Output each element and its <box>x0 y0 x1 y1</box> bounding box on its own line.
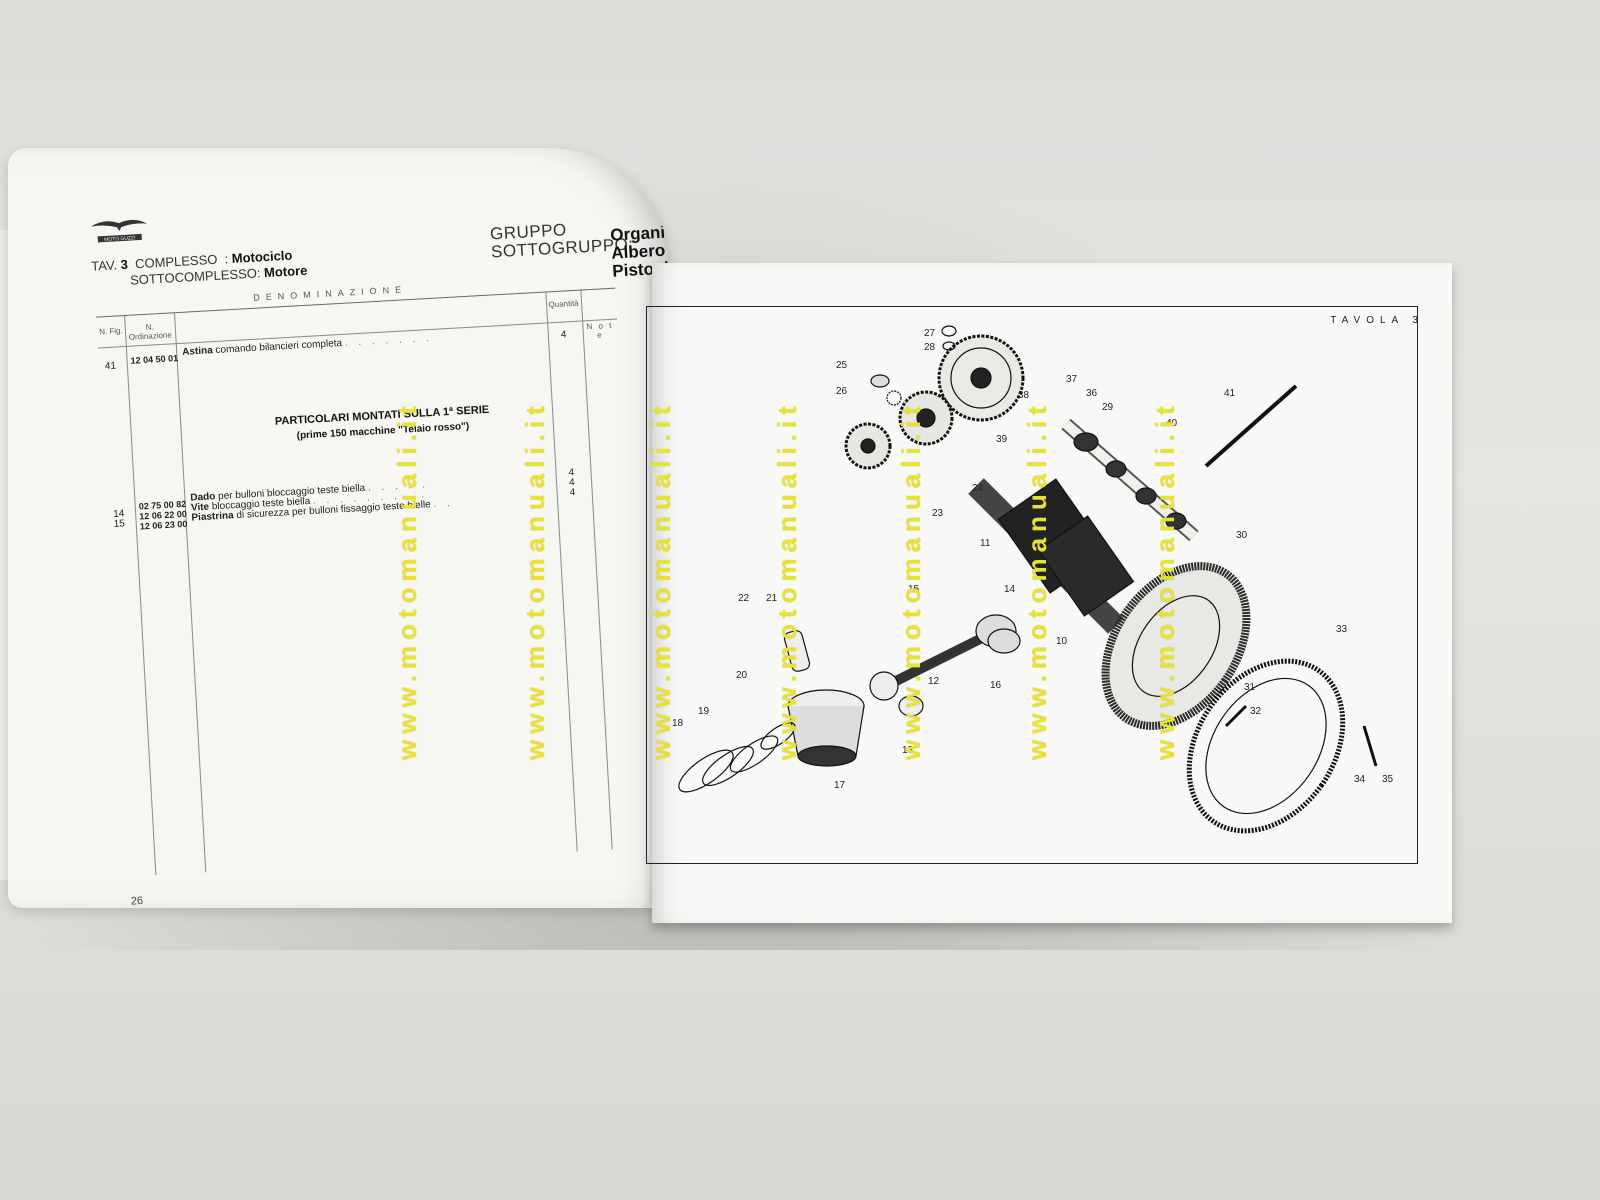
piston <box>787 689 865 767</box>
callout-25: 25 <box>836 360 848 371</box>
col-header-note: N o t e <box>586 320 614 340</box>
row-fig: 41 <box>104 360 117 373</box>
timing-gear-large <box>937 334 1025 422</box>
connecting-rod <box>869 614 1017 701</box>
callout-32: 32 <box>1250 706 1262 717</box>
moto-guzzi-eagle-logo: MOTO GUZZI <box>91 219 147 243</box>
timing-gear-medium <box>898 390 954 446</box>
diagram-frame <box>646 306 1418 864</box>
watermark: www.motomanuali.it <box>646 400 676 760</box>
row-part-name: Piastrina <box>191 510 234 524</box>
callout-35: 35 <box>1382 774 1394 785</box>
callout-26: 26 <box>836 386 848 397</box>
callout-39: 39 <box>996 434 1008 445</box>
callout-22: 22 <box>738 593 750 604</box>
callout-17: 17 <box>834 780 846 791</box>
callout-14: 14 <box>1004 584 1016 595</box>
callout-23: 23 <box>932 508 944 519</box>
parts-table: N. Fig. N. Ordinazione Quantità N o t e … <box>96 287 647 877</box>
watermark: www.motomanuali.it <box>1150 400 1180 760</box>
row-part-name: Astina <box>181 345 214 358</box>
camshaft <box>1061 418 1199 542</box>
col-divider <box>580 290 613 850</box>
leader-dots: . . <box>433 497 455 511</box>
callout-16: 16 <box>990 680 1002 691</box>
row-code: 12 06 23 00 <box>139 518 188 532</box>
row-qty: 4 <box>560 329 567 341</box>
watermark: www.motomanuali.it <box>1022 400 1052 760</box>
tav-label: TAV. <box>90 257 118 274</box>
page-number: 26 <box>130 894 144 908</box>
callout-18: 18 <box>672 718 684 729</box>
row-code: 12 04 50 01 <box>130 353 179 366</box>
callout-31: 31 <box>1244 682 1256 693</box>
tavola-label: TAVOLA 3 <box>1330 315 1424 326</box>
piston-rings <box>678 722 796 793</box>
exploded-engine-diagram: 27 28 25 26 37 38 36 29 39 40 41 23 24 1… <box>672 325 1394 834</box>
col-header-quantita: Quantità <box>548 298 579 310</box>
callout-12: 12 <box>928 676 940 687</box>
callout-13: 13 <box>902 745 914 756</box>
timing-gear-small <box>844 422 892 470</box>
right-page: TAVOLA 3 <box>646 263 1452 923</box>
callout-29: 29 <box>1102 402 1114 413</box>
tav-number: 3 <box>120 256 129 273</box>
col-header-ordinazione: N. Ordinazione <box>128 322 173 342</box>
row-fig: 15 <box>113 518 126 530</box>
watermark: www.motomanuali.it <box>520 400 550 760</box>
callout-36: 36 <box>1086 388 1098 399</box>
callout-41: 41 <box>1224 388 1236 399</box>
row-qty: 4 <box>569 487 576 499</box>
callout-38: 38 <box>1018 390 1030 401</box>
callout-21: 21 <box>766 593 778 604</box>
callout-19: 19 <box>698 706 710 717</box>
left-page-content: MOTO GUZZI TAV. 3 COMPLESSO : Motociclo … <box>68 174 670 908</box>
watermark: www.motomanuali.it <box>772 400 802 760</box>
callout-33: 33 <box>1336 624 1348 635</box>
col-divider <box>124 315 157 876</box>
callout-34: 34 <box>1354 774 1366 785</box>
callout-40: 40 <box>1166 418 1178 429</box>
watermark: www.motomanuali.it <box>896 400 926 760</box>
callout-10: 10 <box>1056 636 1068 647</box>
left-page: MOTO GUZZI TAV. 3 COMPLESSO : Motociclo … <box>8 148 670 908</box>
watermark: www.motomanuali.it <box>392 400 422 760</box>
ring-gear <box>1186 658 1346 834</box>
flywheel <box>1101 562 1251 730</box>
callout-27: 27 <box>924 328 936 339</box>
pushrod <box>1204 384 1298 468</box>
callout-15: 15 <box>908 584 920 595</box>
callout-20: 20 <box>736 670 748 681</box>
col-divider <box>174 313 207 873</box>
callout-37: 37 <box>1066 374 1078 385</box>
col-header-fig: N. Fig. <box>98 326 123 337</box>
callout-11: 11 <box>980 538 991 549</box>
callout-28: 28 <box>924 342 936 353</box>
sottocomplesso-value: Motore <box>263 262 308 281</box>
brand-text: MOTO GUZZI <box>104 235 136 243</box>
callout-24: 24 <box>972 483 984 494</box>
leader-dots: . . . . . . . <box>344 332 434 349</box>
crankshaft <box>968 478 1135 634</box>
callout-30: 30 <box>1236 530 1248 541</box>
